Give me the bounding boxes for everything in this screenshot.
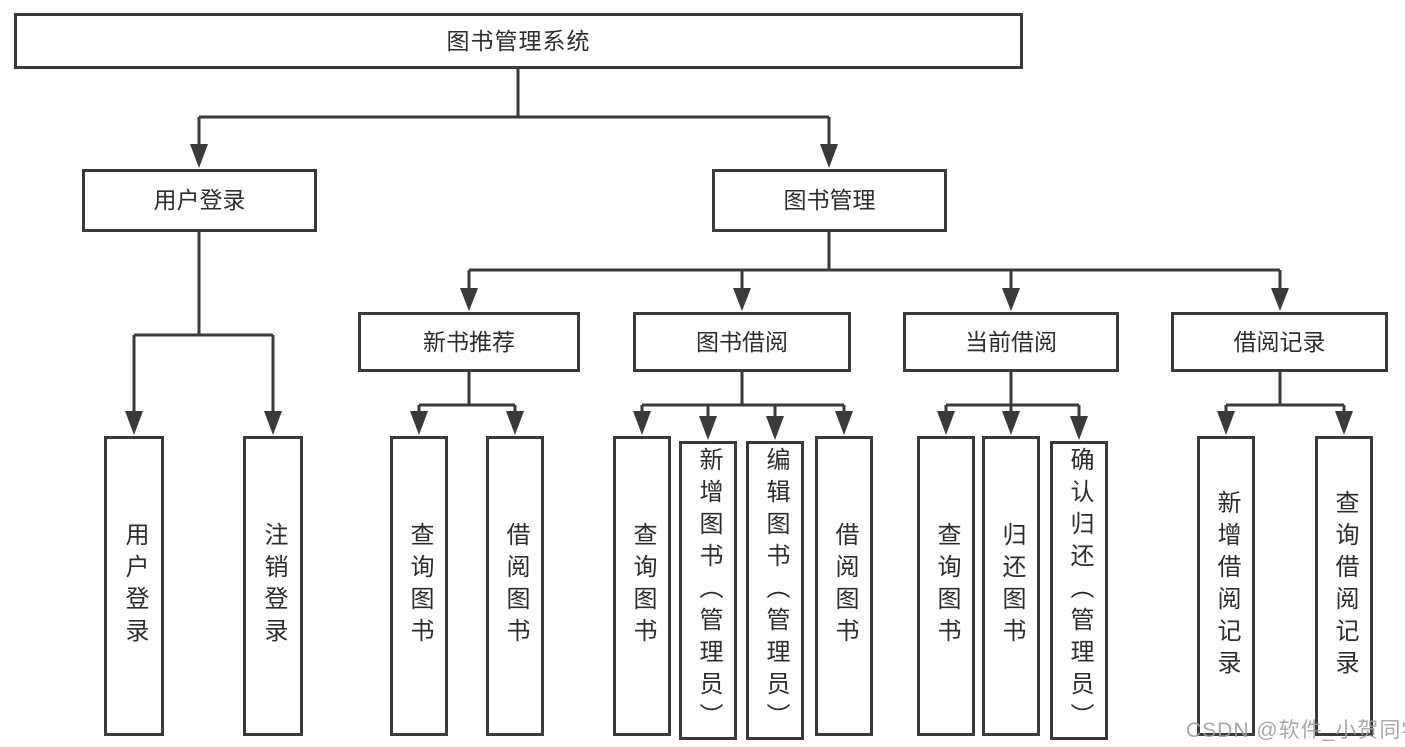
connector-user-login-to-leaves bbox=[132, 232, 275, 414]
node-label: 编辑图书（管理员） bbox=[762, 446, 789, 735]
node-label: 确认归还（管理员） bbox=[1066, 446, 1093, 735]
leaf-query-books-current: 查询图书 bbox=[917, 436, 975, 736]
node-label: 新增图书（管理员） bbox=[695, 446, 722, 735]
connector-book-management-to-level3 bbox=[467, 232, 1282, 290]
node-label: 借阅图书 bbox=[831, 522, 858, 650]
arrowheads-level2 bbox=[190, 144, 838, 168]
arrowheads-user-login-leaves bbox=[125, 411, 282, 435]
arrowheads-borrow-records-leaves bbox=[1217, 411, 1353, 435]
node-book-borrowing: 图书借阅 bbox=[633, 312, 851, 372]
leaf-add-borrow-record: 新增借阅记录 bbox=[1197, 436, 1255, 736]
node-label: 借阅记录 bbox=[1233, 328, 1326, 355]
node-label: 归还图书 bbox=[998, 522, 1025, 650]
node-label: 图书借阅 bbox=[696, 328, 788, 355]
leaf-query-borrow-record: 查询借阅记录 bbox=[1315, 436, 1373, 736]
node-label: 查询借阅记录 bbox=[1331, 490, 1358, 682]
node-label: 新增借阅记录 bbox=[1213, 490, 1240, 682]
connector-book-borrow-to-leaves bbox=[640, 372, 846, 419]
connector-root-to-level2 bbox=[197, 69, 831, 147]
node-label: 借阅图书 bbox=[502, 522, 529, 650]
leaf-query-books-recommend: 查询图书 bbox=[390, 436, 448, 736]
leaf-query-books-borrow: 查询图书 bbox=[613, 436, 671, 736]
csdn-watermark: CSDN @软件_小贺同学 bbox=[1186, 719, 1405, 742]
leaf-user-login: 用户登录 bbox=[104, 436, 164, 736]
connector-new-book-to-leaves bbox=[417, 372, 517, 414]
arrowheads-level3 bbox=[460, 288, 1289, 311]
arrowheads-current-borrow-leaves bbox=[937, 411, 1088, 440]
leaf-logout-login: 注销登录 bbox=[243, 436, 303, 736]
node-label: 查询图书 bbox=[933, 522, 960, 650]
leaf-borrow-books: 借阅图书 bbox=[815, 436, 873, 736]
arrowheads-book-borrow-leaves bbox=[633, 411, 853, 440]
leaf-edit-books-admin: 编辑图书（管理员） bbox=[746, 441, 804, 740]
node-label: 新书推荐 bbox=[423, 328, 515, 355]
node-label: 注销登录 bbox=[260, 522, 287, 650]
leaf-return-books: 归还图书 bbox=[982, 436, 1040, 736]
node-label: 用户登录 bbox=[121, 522, 148, 650]
node-label: 查询图书 bbox=[406, 522, 433, 650]
node-book-management: 图书管理 bbox=[712, 169, 947, 232]
node-label: 图书管理系统 bbox=[446, 27, 591, 54]
node-label: 图书管理 bbox=[783, 187, 876, 213]
node-label: 当前借阅 bbox=[965, 328, 1057, 355]
node-current-borrowing: 当前借阅 bbox=[903, 312, 1119, 372]
connector-borrow-records-to-leaves bbox=[1224, 372, 1346, 414]
node-label: 用户登录 bbox=[153, 187, 246, 213]
node-borrowing-records: 借阅记录 bbox=[1171, 312, 1388, 372]
arrowheads-new-book-leaves bbox=[410, 411, 524, 435]
leaf-confirm-return-admin: 确认归还（管理员） bbox=[1050, 441, 1108, 740]
node-new-book-recommendation: 新书推荐 bbox=[358, 312, 580, 372]
leaf-borrow-books-recommend: 借阅图书 bbox=[486, 436, 544, 736]
leaf-add-books-admin: 新增图书（管理员） bbox=[679, 441, 737, 740]
node-label: 查询图书 bbox=[629, 522, 656, 650]
node-user-login: 用户登录 bbox=[82, 169, 317, 232]
node-library-management-system: 图书管理系统 bbox=[14, 13, 1023, 69]
